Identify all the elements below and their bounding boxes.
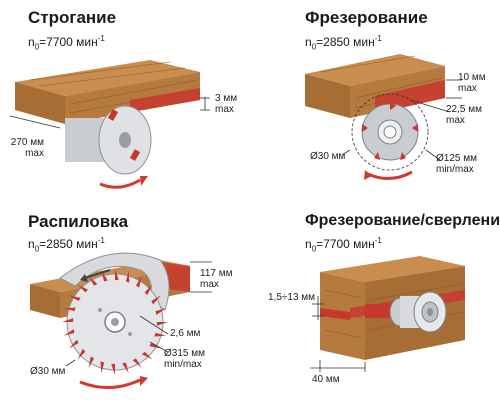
saw-tooth (77, 348, 86, 360)
planing-cut-area (130, 88, 200, 112)
milling-panel: Фрезерование n0=2850 мин-1 (250, 0, 500, 200)
drilling-diameter-label: 1,5÷13 мм (268, 292, 316, 303)
sawing-title: Распиловка (28, 212, 129, 231)
saw-tooth (88, 356, 94, 368)
sawing-kerf-label: 2,6 мм (170, 328, 201, 339)
saw-tooth (125, 270, 130, 283)
saw-tooth (63, 307, 76, 312)
saw-tooth (88, 276, 98, 286)
saw-tooth (149, 343, 161, 349)
planing-title: Строгание (28, 8, 117, 27)
milling-bore-label: Ø30 мм (310, 151, 346, 162)
planing-rotation-arrow (99, 178, 141, 189)
planing-wood-front (15, 82, 65, 124)
milling-title: Фрезерование (305, 8, 428, 27)
sawing-blade-teeth (62, 269, 168, 375)
saw-tooth (144, 284, 153, 296)
saw-tooth (77, 284, 89, 293)
drilling-title: Фрезерование/сверление (305, 212, 500, 229)
saw-tooth (101, 270, 108, 282)
drilling-wood-top (320, 256, 465, 282)
drilling-speed: n0=7700 мин-1 (305, 236, 382, 254)
saw-tooth (141, 351, 153, 360)
milling-wood-front (305, 74, 350, 118)
saw-tooth (100, 361, 105, 374)
saw-tooth (62, 318, 74, 322)
saw-tooth (132, 358, 142, 368)
saw-tooth (156, 322, 168, 326)
milling-rotation-arrow (367, 170, 413, 180)
drilling-depth-label: 40 мм (312, 374, 340, 385)
milling-speed: n0=2850 мин-1 (305, 34, 382, 52)
saw-tooth (69, 295, 81, 301)
saw-tooth (63, 329, 75, 336)
planing-wood-top (15, 60, 200, 96)
milling-illustration (305, 54, 462, 180)
sawing-speed: n0=2850 мин-1 (28, 236, 105, 254)
saw-tooth (155, 308, 167, 315)
planing-illustration (9, 60, 210, 189)
drilling-panel: Фрезерование/сверление n0=7700 мин-1 1,5… (250, 200, 500, 400)
sawing-blade-guard (59, 252, 170, 311)
sawing-illustration (30, 252, 212, 389)
saw-tooth (122, 362, 129, 374)
drilling-illustration (310, 256, 465, 372)
sawing-rotation-arrow (79, 378, 141, 389)
planing-speed: n0=7700 мин-1 (28, 34, 105, 52)
milling-wood-top (305, 54, 445, 86)
saw-tooth (151, 295, 161, 305)
saw-tooth (136, 276, 142, 288)
saw-tooth (154, 332, 167, 337)
sawing-feed-arrow (84, 269, 111, 279)
sawing-wood-front (30, 284, 60, 318)
planing-wood-side (65, 72, 200, 124)
saw-tooth (69, 339, 79, 349)
sawing-bore-label: Ø30 мм (30, 366, 66, 377)
